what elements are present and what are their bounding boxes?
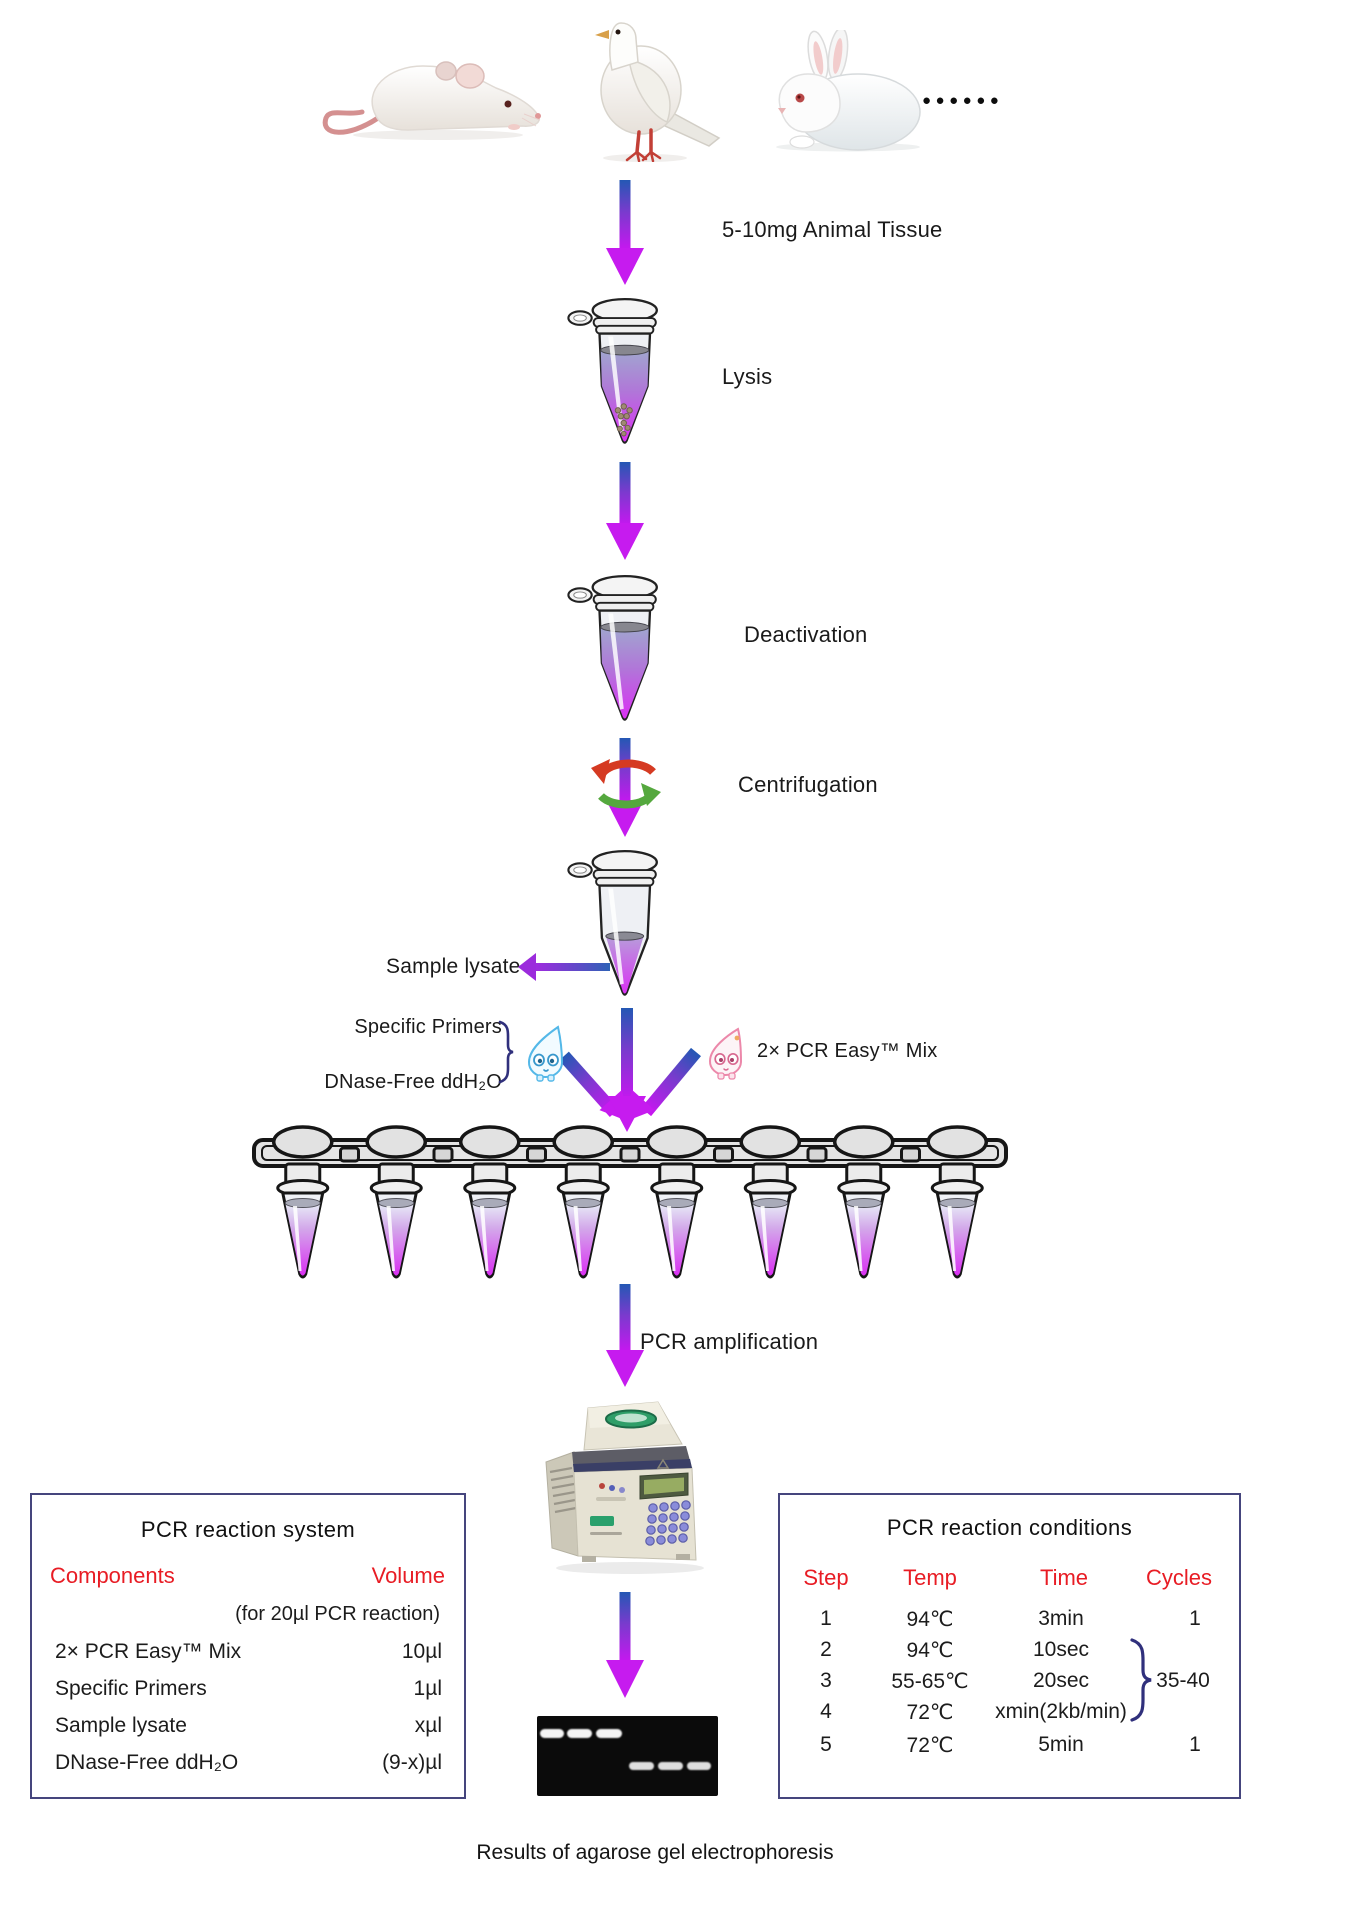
thermocycler-image (545, 1401, 704, 1574)
sample-lysate-arrow (518, 953, 610, 981)
reaction-system-table: PCR reaction system Components Volume (f… (30, 1493, 466, 1799)
reaction-conditions-title: PCR reaction conditions (886, 1515, 1133, 1540)
cycles-column-header: Cycles (1145, 1565, 1213, 1590)
component-volume: (9-x)µl (382, 1751, 442, 1774)
gel-band (658, 1762, 683, 1770)
time-value: 20sec (1032, 1669, 1090, 1692)
primers-brace (498, 1020, 514, 1084)
step-value: 4 (820, 1700, 832, 1723)
temp-column-header: Temp (903, 1565, 957, 1590)
component-volume: 10µl (401, 1640, 442, 1663)
reaction-system-title: PCR reaction system (140, 1517, 356, 1542)
flow-arrow-to-lysis (606, 180, 644, 285)
converging-arrows (559, 1008, 701, 1132)
table-row: 2 94℃ 10sec (780, 1638, 1239, 1662)
pigeon-image (595, 22, 721, 162)
time-value: 10sec (1032, 1638, 1090, 1661)
component-volume: xµl (414, 1714, 442, 1737)
component-name: Specific Primers (55, 1677, 207, 1700)
pcr-mix-label: 2× PCR Easy™ Mix (757, 1040, 938, 1062)
deactivation-label: Deactivation (744, 622, 868, 647)
water-droplet-blue-icon (527, 1025, 564, 1082)
cycles-bracket-value: 35-40 (1156, 1669, 1210, 1692)
table-row: 4 72℃ xmin(2kb/min) (780, 1700, 1239, 1724)
specific-primers-label: Specific Primers (354, 1016, 502, 1038)
table-row: Specific Primers 1µl (32, 1677, 464, 1701)
gel-caption: Results of agarose gel electrophoresis (476, 1841, 834, 1864)
step-value: 2 (820, 1638, 832, 1661)
cycles-brace (1130, 1638, 1152, 1722)
temp-value: 72℃ (906, 1734, 954, 1757)
table-row: 3 55-65℃ 20sec (780, 1669, 1239, 1693)
volume-column-header: Volume (371, 1563, 445, 1588)
deactivation-tube (567, 574, 658, 721)
table-row: 5 72℃ 5min 1 (780, 1733, 1239, 1757)
time-value: xmin(2kb/min) (995, 1700, 1127, 1723)
cycles-value: 1 (1189, 1733, 1201, 1756)
step-value: 5 (820, 1733, 832, 1756)
lysis-label: Lysis (722, 364, 773, 389)
temp-value: 94℃ (906, 1608, 954, 1631)
table-row: Sample lysate xµl (32, 1714, 464, 1738)
reaction-conditions-table: PCR reaction conditions Step Temp Time C… (778, 1493, 1241, 1799)
mouse-image (322, 61, 541, 140)
time-value: 5min (1038, 1733, 1084, 1756)
component-volume: 1µl (413, 1677, 442, 1700)
rabbit-image (776, 30, 921, 152)
lysis-tube (567, 297, 658, 444)
pcr-tube-strip (252, 1125, 1008, 1279)
table-row: 1 94℃ 3min 1 (780, 1607, 1239, 1631)
lysate-tube (567, 849, 658, 996)
animal-tissue-label: 5-10mg Animal Tissue (722, 217, 943, 242)
gel-image (537, 1716, 718, 1796)
flow-arrow-to-deactivation (606, 462, 644, 560)
step-value: 3 (820, 1669, 832, 1692)
component-name: 2× PCR Easy™ Mix (55, 1640, 242, 1663)
ellipsis-dots: ●●●●●● (922, 92, 1004, 109)
components-column-header: Components (50, 1563, 175, 1588)
temp-value: 94℃ (906, 1639, 954, 1662)
table-row: 2× PCR Easy™ Mix 10µl (32, 1640, 464, 1664)
gel-band (567, 1729, 592, 1738)
flow-arrow-centrifugation (606, 738, 644, 837)
sample-lysate-label: Sample lysate (386, 955, 521, 978)
volume-note: (for 20µl PCR reaction) (235, 1603, 440, 1625)
dnase-free-water-label: DNase-Free ddH₂O (324, 1071, 502, 1093)
centrifugation-label: Centrifugation (738, 772, 878, 797)
gel-band (540, 1729, 564, 1738)
gel-band (687, 1762, 711, 1770)
flow-arrow-gel (606, 1592, 644, 1698)
cycles-value: 1 (1189, 1607, 1201, 1630)
temp-value: 72℃ (906, 1701, 954, 1724)
time-column-header: Time (1039, 1565, 1089, 1590)
flow-arrow-pcr (606, 1284, 644, 1387)
pcr-amplification-label: PCR amplification (640, 1329, 819, 1354)
component-name: Sample lysate (55, 1714, 187, 1737)
time-value: 3min (1038, 1607, 1084, 1630)
temp-value: 55-65℃ (891, 1670, 969, 1693)
step-column-header: Step (803, 1565, 849, 1590)
component-name: DNase-Free ddH₂O (55, 1751, 239, 1774)
water-droplet-pink-icon (708, 1027, 743, 1080)
gel-band (629, 1762, 654, 1770)
table-header-row: Step Temp Time Cycles (780, 1565, 1239, 1590)
step-value: 1 (820, 1607, 832, 1630)
centrifuge-rotation-icon (591, 759, 661, 809)
gel-band (596, 1729, 622, 1738)
table-row: DNase-Free ddH₂O (9-x)µl (32, 1751, 464, 1775)
